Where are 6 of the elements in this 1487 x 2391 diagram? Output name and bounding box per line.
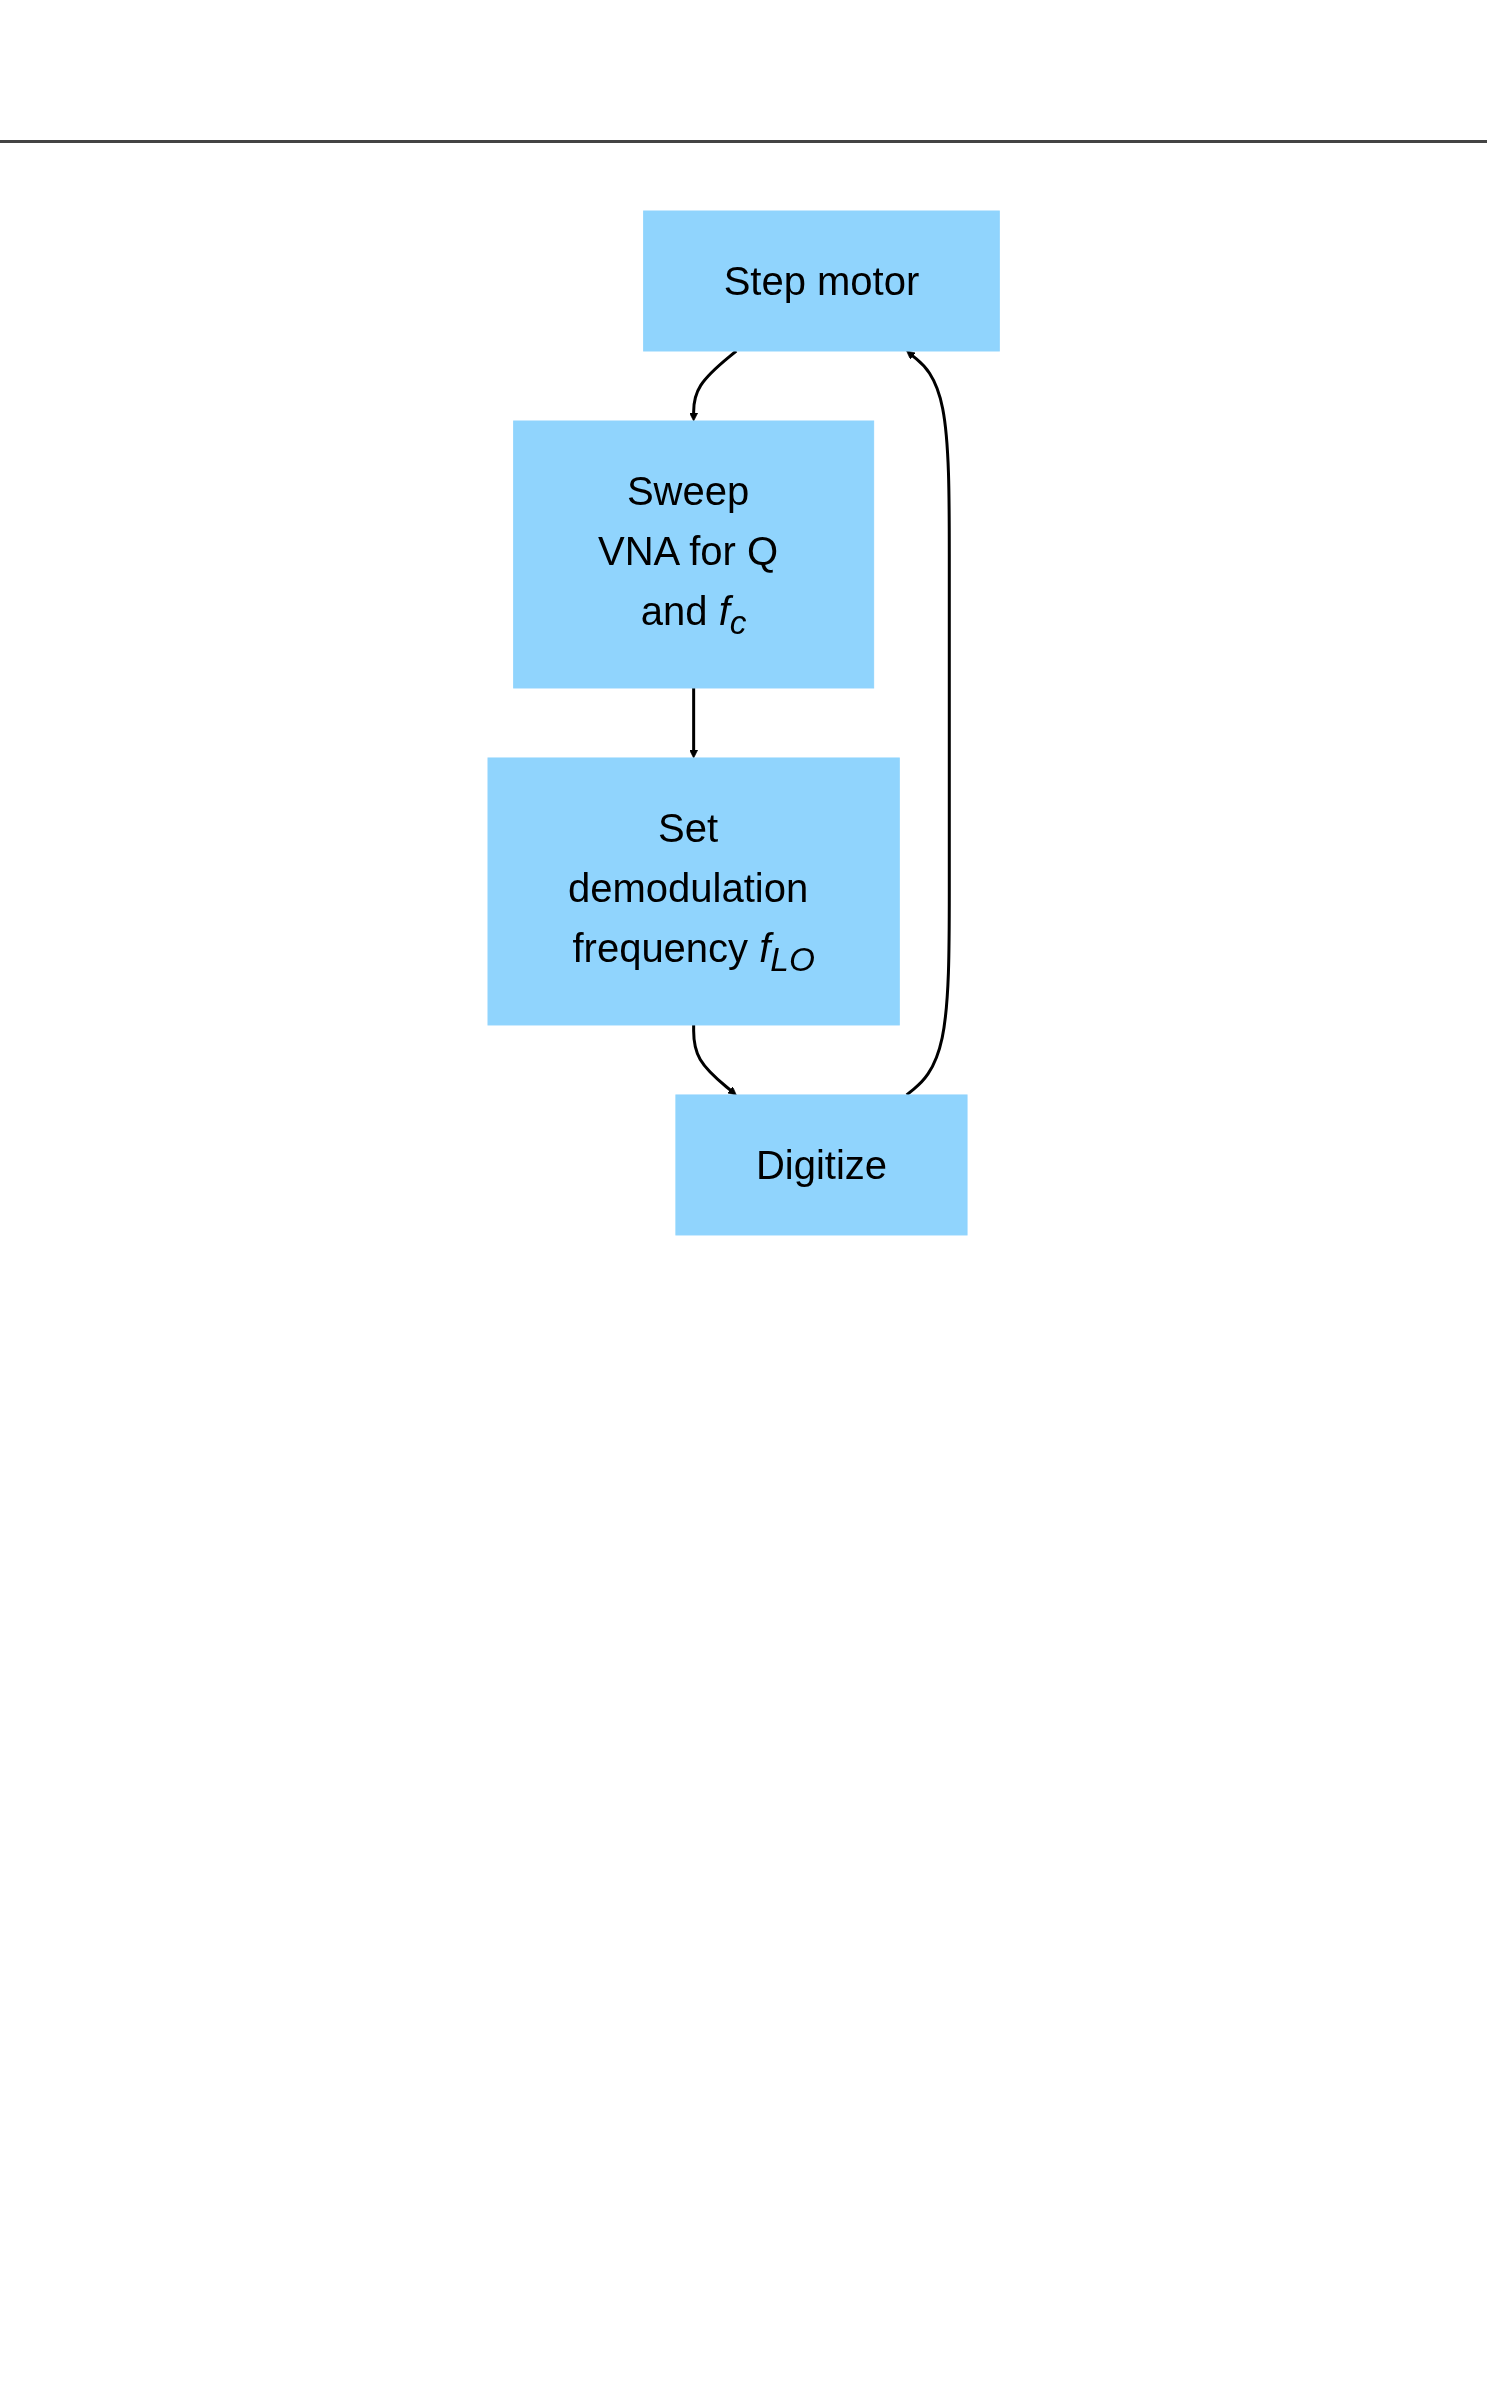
arrow xyxy=(689,688,698,759)
arrow xyxy=(692,1024,737,1096)
node-box: Step motor xyxy=(643,210,1000,352)
node-box: Sweep VNA for Q and f$_{c}$ xyxy=(513,420,874,689)
node-box: Digitize xyxy=(675,1094,968,1236)
node-box: Set demodulation frequency f$_{LO}$ xyxy=(487,757,900,1026)
